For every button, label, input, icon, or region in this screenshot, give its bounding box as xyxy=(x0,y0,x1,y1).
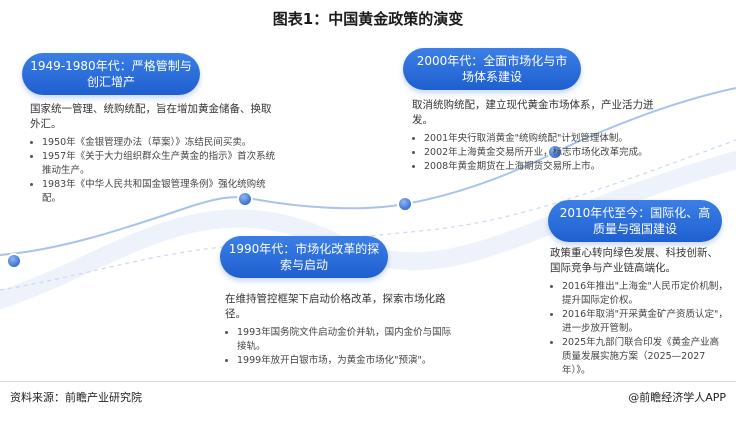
timeline-node xyxy=(237,191,253,207)
timeline-curve xyxy=(0,87,736,256)
period-1-list: 1950年《金银管理办法（草案）》冻结民间买卖。 1957年《关于大力组织群众生… xyxy=(30,136,280,206)
period-1-item: 1983年《中华人民共和国金银管理条例》强化统购统配。 xyxy=(42,178,280,206)
chart-title: 图表1：中国黄金政策的演变 xyxy=(272,10,464,28)
brand-credit: @前瞻经济学人APP xyxy=(628,391,726,404)
period-1-intro: 国家统一管理、统购统配，旨在增加黄金储备、换取外汇。 xyxy=(30,103,272,130)
timeline-node xyxy=(547,144,563,160)
period-4-intro: 政策重心转向绿色发展、科技创新、国际竞争与产业链高端化。 xyxy=(550,247,718,274)
period-1-item: 1950年《金银管理办法（草案）》冻结民间买卖。 xyxy=(42,136,280,150)
period-3-list: 2001年央行取消黄金"统购统配"计划管理体制。 2002年上海黄金交易所开业，… xyxy=(412,132,674,174)
footer-divider xyxy=(0,381,736,382)
source-note: 资料来源：前瞻产业研究院 xyxy=(10,391,142,404)
period-3-item: 2008年黄金期货在上海期货交易所上市。 xyxy=(424,160,674,174)
timeline-node xyxy=(397,196,413,212)
period-3-item: 2001年央行取消黄金"统购统配"计划管理体制。 xyxy=(424,132,674,146)
period-3-item: 2002年上海黄金交易所开业，标志市场化改革完成。 xyxy=(424,146,674,160)
period-4-item: 2016年取消"开采黄金矿产资质认定"，进一步放开管制。 xyxy=(562,308,728,336)
period-4-description: 政策重心转向绿色发展、科技创新、国际竞争与产业链高端化。 2016年推出"上海金… xyxy=(550,246,728,378)
period-4-item: 2025年九部门联合印发《黄金产业高质量发展实施方案（2025—2027年）》。 xyxy=(562,336,728,378)
period-4-list: 2016年推出"上海金"人民币定价机制，提升国际定价权。 2016年取消"开采黄… xyxy=(550,280,728,378)
period-2-description: 在维持管控框架下启动价格改革，探索市场化路径。 1993年国务院文件启动金价并轨… xyxy=(225,292,455,368)
period-2-intro: 在维持管控框架下启动价格改革，探索市场化路径。 xyxy=(225,293,446,320)
period-2-item: 1993年国务院文件启动金价并轨，国内金价与国际接轨。 xyxy=(237,326,455,354)
period-1-item: 1957年《关于大力组织群众生产黄金的指示》首次系统推动生产。 xyxy=(42,150,280,178)
period-3-intro: 取消统购统配，建立现代黄金市场体系，产业活力迸发。 xyxy=(412,99,654,126)
period-3-description: 取消统购统配，建立现代黄金市场体系，产业活力迸发。 2001年央行取消黄金"统购… xyxy=(412,98,674,174)
period-2-item: 1999年放开白银市场，为黄金市场化"预演"。 xyxy=(237,354,455,368)
period-1-description: 国家统一管理、统购统配，旨在增加黄金储备、换取外汇。 1950年《金银管理办法（… xyxy=(30,102,280,206)
period-2-list: 1993年国务院文件启动金价并轨，国内金价与国际接轨。 1999年放开白银市场，… xyxy=(225,326,455,368)
period-3-label: 2000年代：全面市场化与市场体系建设 xyxy=(403,48,581,90)
period-1-label: 1949-1980年代：严格管制与创汇增产 xyxy=(22,53,200,95)
period-2-label: 1990年代：市场化改革的探索与启动 xyxy=(220,236,388,278)
period-4-label: 2010年代至今：国际化、高质量与强国建设 xyxy=(548,200,722,242)
period-4-item: 2016年推出"上海金"人民币定价机制，提升国际定价权。 xyxy=(562,280,728,308)
timeline-node xyxy=(6,253,22,269)
